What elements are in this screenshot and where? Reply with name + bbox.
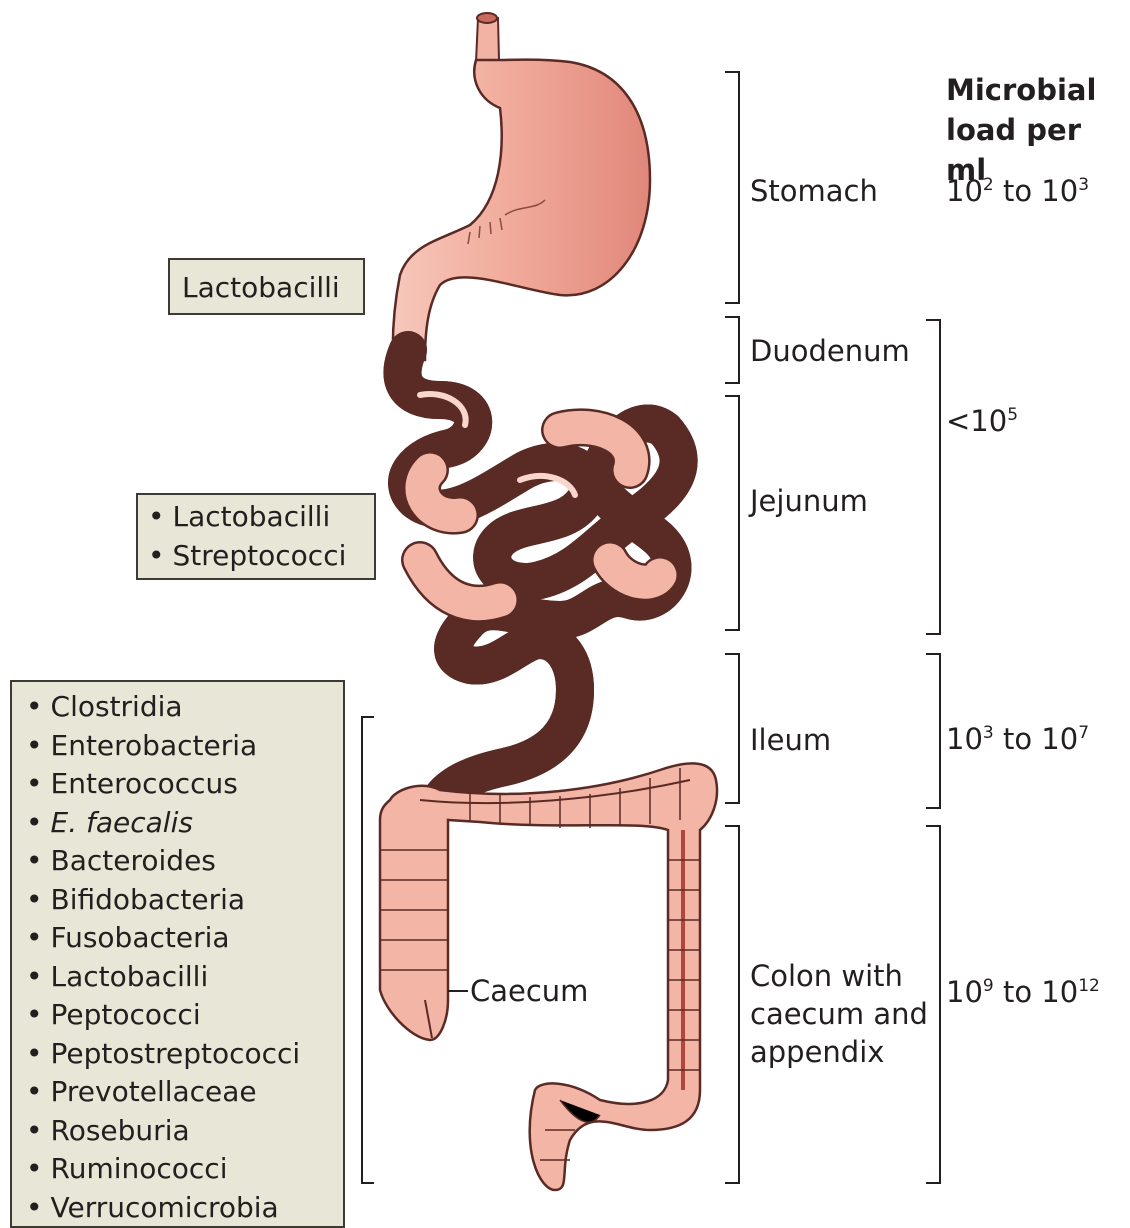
list-item: Bacteroides xyxy=(26,842,343,881)
jejunum-bacteria-list: Lactobacilli Streptococci xyxy=(148,498,374,575)
colon-load-bracket xyxy=(926,826,940,1183)
stomach-label: Stomach xyxy=(750,172,878,210)
header-line-1: Microbial xyxy=(946,70,1130,110)
duodenum-bracket xyxy=(725,317,739,383)
list-item: Enterobacteria xyxy=(26,727,343,766)
list-item: Peptostreptococci xyxy=(26,1035,343,1074)
list-item: Streptococci xyxy=(148,537,374,576)
list-item: Lactobacilli xyxy=(148,498,374,537)
list-item: Prevotellaceae xyxy=(26,1073,343,1112)
colon-label-line-1: Colon with xyxy=(750,957,928,995)
list-item: Fusobacteria xyxy=(26,919,343,958)
list-item: Lactobacilli xyxy=(26,958,343,997)
small-intestine-load: <105 xyxy=(946,402,1018,440)
jejunum-bacteria-box: Lactobacilli Streptococci xyxy=(136,493,376,580)
list-item: Clostridia xyxy=(26,688,343,727)
small-load-bracket xyxy=(926,320,940,634)
list-item: Verrucomicrobia xyxy=(26,1189,343,1228)
ileum-load-bracket xyxy=(926,654,940,808)
colon-bacteria-list: Clostridia Enterobacteria Enterococcus E… xyxy=(26,688,343,1227)
ileum-label: Ileum xyxy=(750,721,831,759)
ileum-load: 103 to 107 xyxy=(946,720,1089,758)
colon-bacteria-box: Clostridia Enterobacteria Enterococcus E… xyxy=(10,680,345,1228)
jejunum-bracket xyxy=(725,396,739,630)
colon-load: 109 to 1012 xyxy=(946,973,1100,1011)
list-item: Peptococci xyxy=(26,996,343,1035)
ileum-bracket xyxy=(725,654,739,803)
colon-label-line-2: caecum and xyxy=(750,995,928,1033)
stomach-bacteria-item: Lactobacilli xyxy=(182,269,363,307)
small-intestine-icon xyxy=(403,350,679,800)
stomach-load: 102 to 103 xyxy=(946,172,1089,210)
list-item: Roseburia xyxy=(26,1112,343,1151)
colon-bracket xyxy=(725,826,739,1183)
stomach-bacteria-box: Lactobacilli xyxy=(168,258,365,315)
stomach-icon xyxy=(393,13,650,360)
caecum-label: Caecum xyxy=(470,972,588,1010)
list-item: Bifidobacteria xyxy=(26,881,343,920)
colon-label: Colon with caecum and appendix xyxy=(750,957,928,1071)
stomach-bracket xyxy=(725,72,739,303)
list-item: E. faecalis xyxy=(26,804,343,843)
jejunum-label: Jejunum xyxy=(750,482,868,520)
duodenum-label: Duodenum xyxy=(750,332,910,370)
colon-left-bracket xyxy=(362,717,374,1183)
list-item: Enterococcus xyxy=(26,765,343,804)
colon-label-line-3: appendix xyxy=(750,1033,928,1071)
list-item: Ruminococci xyxy=(26,1150,343,1189)
